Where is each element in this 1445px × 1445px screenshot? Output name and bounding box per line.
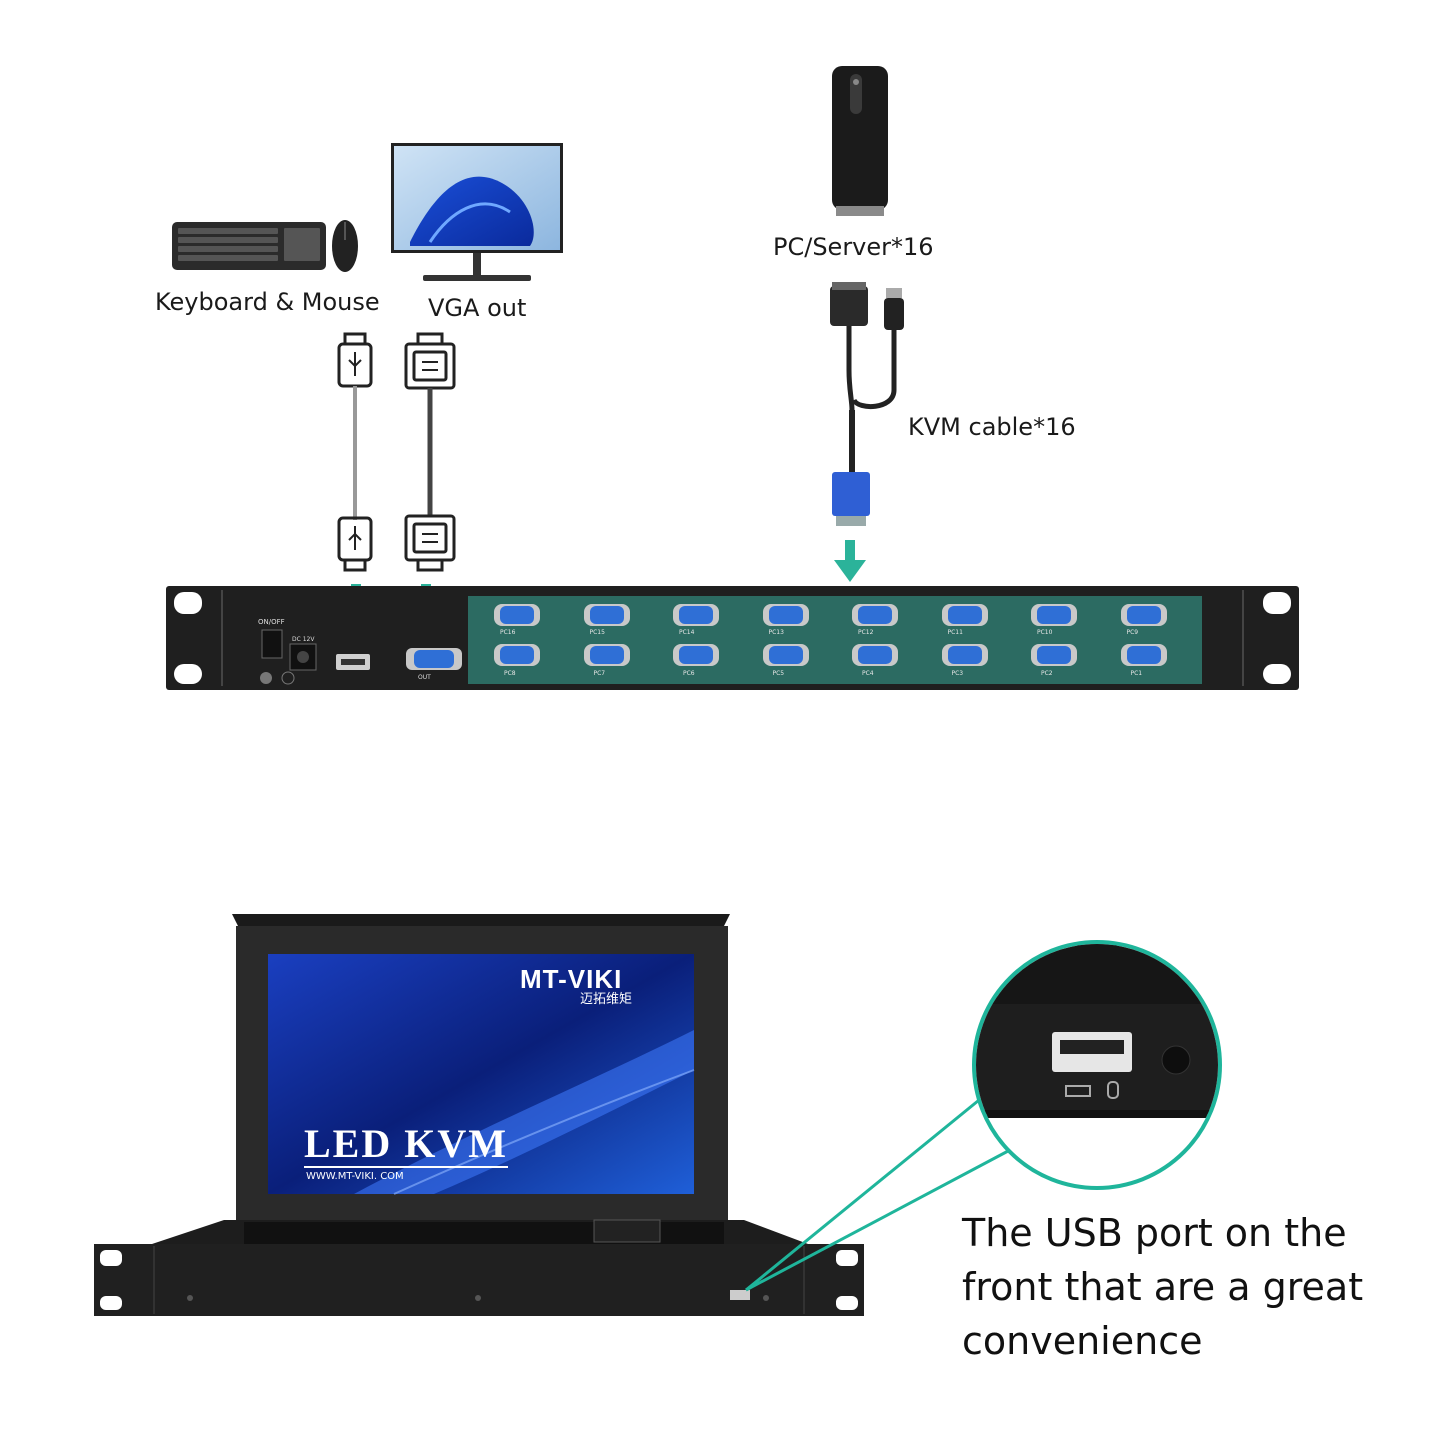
dc-label: DC 12V: [292, 636, 315, 643]
vga-port: PC7: [560, 642, 650, 682]
port-label: PC4: [862, 670, 874, 677]
port-label: PC3: [951, 670, 964, 677]
vga-port: PC4: [828, 642, 918, 682]
monitor-icon: [391, 143, 563, 281]
port-label: PC7: [593, 670, 606, 677]
arrow-down-icon: [834, 540, 866, 582]
vga-port: PC12: [828, 600, 918, 640]
screen-brand-cn: 迈拓维矩: [580, 992, 633, 1007]
kvm-back-panel: ON/OFF DC 12V OUT PC16 PC15 PC14 PC13 PC…: [166, 586, 1299, 690]
port-label: PC13: [768, 629, 784, 636]
pc-tower-icon: [832, 66, 888, 216]
kvm-cable-label: KVM cable*16: [908, 413, 1076, 441]
vga-port: PC15: [560, 600, 650, 640]
port-label: PC14: [679, 629, 695, 636]
port-label: PC16: [500, 629, 516, 636]
vga-port: PC1: [1097, 642, 1187, 682]
port-label: PC12: [858, 629, 874, 636]
port-label: PC5: [772, 670, 785, 677]
port-label: PC8: [504, 670, 516, 677]
port-row-top: PC16 PC15 PC14 PC13 PC12 PC11: [470, 600, 1200, 640]
pc-server-label: PC/Server*16: [773, 233, 934, 261]
vga-port: PC13: [739, 600, 829, 640]
kvm-cable-icon: [830, 282, 904, 526]
port-label: PC2: [1041, 670, 1053, 677]
usb-cable-icon: [337, 332, 373, 572]
port-row-bottom: PC8 PC7 PC6 PC5 PC4 PC3: [470, 642, 1200, 682]
port-label: PC6: [683, 670, 695, 677]
screen-brand: MT-VIKI: [520, 964, 623, 994]
port-label: PC10: [1037, 629, 1053, 636]
keyboard-icon: [172, 222, 326, 270]
port-label: PC1: [1130, 670, 1143, 677]
on-off-label: ON/OFF: [258, 618, 285, 626]
callout-connector: [745, 1094, 1011, 1292]
callout-line-1: The USB port on the: [962, 1211, 1347, 1255]
vga-cable-icon: [404, 332, 456, 572]
vga-out-label: VGA out: [428, 294, 527, 322]
vga-port: PC3: [918, 642, 1008, 682]
usb-zoom-callout: [972, 940, 1222, 1190]
port-label: PC11: [947, 629, 963, 636]
vga-port: PC5: [739, 642, 829, 682]
callout-line-3: convenience: [962, 1319, 1203, 1363]
mouse-icon: [332, 220, 358, 272]
keyboard-mouse-label: Keyboard & Mouse: [155, 288, 380, 316]
vga-port: PC14: [649, 600, 739, 640]
vga-port: PC9: [1097, 600, 1187, 640]
port-label: PC9: [1126, 629, 1139, 636]
vga-port: PC16: [470, 600, 560, 640]
kvm-console-body: [94, 914, 864, 1316]
port-label: PC15: [589, 629, 605, 636]
vga-port: PC11: [918, 600, 1008, 640]
screen-title: LED KVM: [304, 1121, 508, 1168]
callout-line-2: front that are a great: [962, 1265, 1364, 1309]
vga-port: PC8: [470, 642, 560, 682]
vga-port: PC6: [649, 642, 739, 682]
vga-port: PC10: [1007, 600, 1097, 640]
vga-out-port-label: OUT: [418, 674, 431, 681]
vga-port: PC2: [1007, 642, 1097, 682]
screen-url: WWW.MT-VIKI. COM: [306, 1171, 404, 1182]
